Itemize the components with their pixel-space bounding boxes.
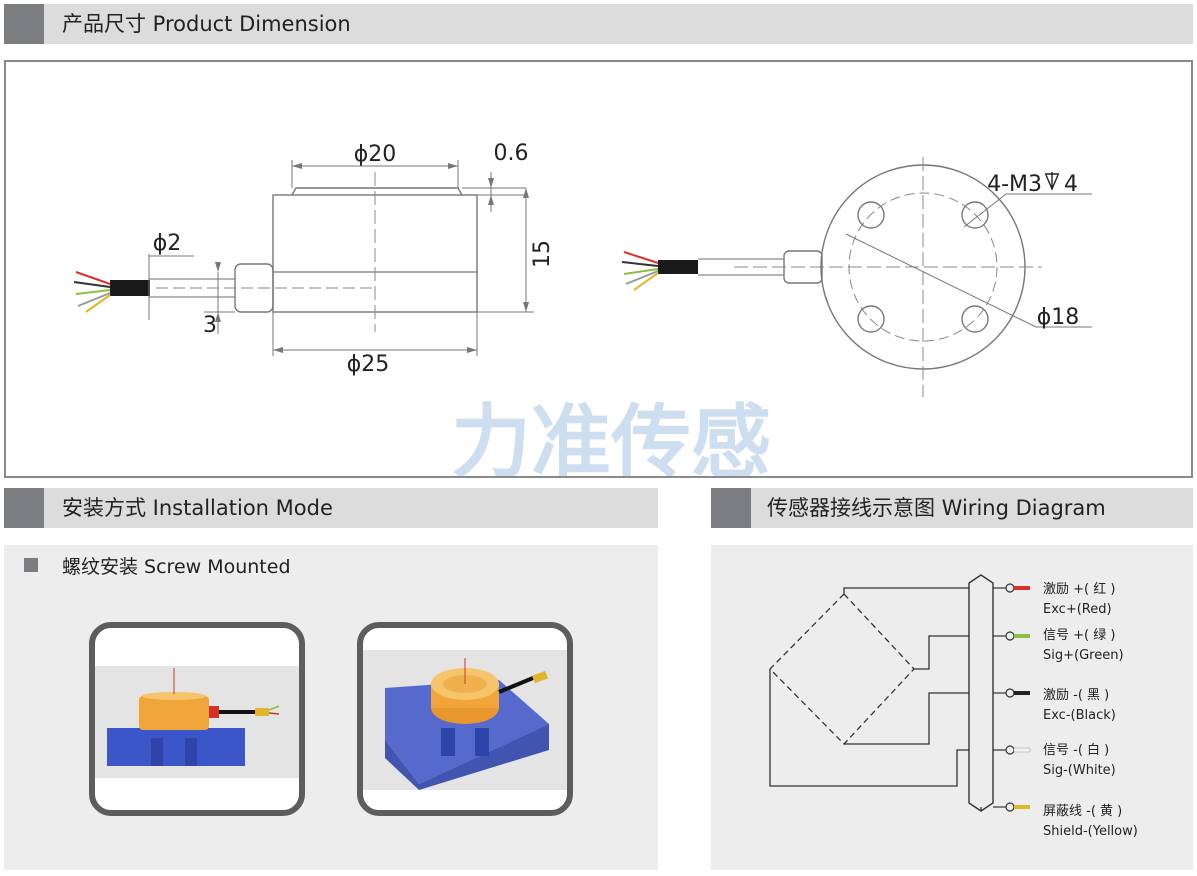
dim-0-6: 0.6 bbox=[494, 141, 529, 166]
wire-label-shield: 屏蔽线 -( 黄 ) Shield-(Yellow) bbox=[1043, 804, 1138, 839]
installation-photo-side bbox=[89, 622, 305, 816]
header-product-dimension: 产品尺寸 Product Dimension bbox=[4, 4, 1193, 44]
dimension-panel: 力准传感 ϕ20 0.6 bbox=[4, 60, 1193, 478]
bullet-square bbox=[24, 558, 38, 572]
header-title: 传感器接线示意图 Wiring Diagram bbox=[767, 496, 1106, 520]
installation-panel: 螺纹安装 Screw Mounted bbox=[4, 545, 658, 870]
header-title: 安装方式 Installation Mode bbox=[62, 496, 333, 520]
wiring-panel: 激励 +( 红 ) Exc+(Red) 信号 +( 绿 ) Sig+(Green… bbox=[711, 545, 1193, 870]
dim-depth-4: 4 bbox=[1064, 172, 1078, 197]
header-wiring-diagram: 传感器接线示意图 Wiring Diagram bbox=[711, 488, 1193, 528]
dim-phi2: ϕ2 bbox=[153, 231, 182, 256]
dim-phi25: ϕ25 bbox=[347, 352, 390, 377]
installation-photo-iso bbox=[357, 622, 573, 816]
dim-phi18: ϕ18 bbox=[1037, 305, 1080, 330]
wiring-diagram bbox=[769, 574, 1031, 812]
mount-hole bbox=[857, 201, 885, 229]
wire-label-exc-minus: 激励 -( 黑 ) Exc-(Black) bbox=[1043, 688, 1116, 723]
dim-4-m3: 4-M3 bbox=[987, 172, 1042, 197]
mount-hole bbox=[961, 201, 989, 229]
mount-hole bbox=[961, 305, 989, 333]
header-title: 产品尺寸 Product Dimension bbox=[62, 12, 351, 36]
wire-label-sig-plus: 信号 +( 绿 ) Sig+(Green) bbox=[1043, 628, 1124, 663]
header-installation-mode: 安装方式 Installation Mode bbox=[4, 488, 658, 528]
installation-mode-label: 螺纹安装 Screw Mounted bbox=[62, 556, 291, 578]
dimension-drawing: 力准传感 ϕ20 0.6 bbox=[73, 141, 1092, 476]
wire-label-sig-minus: 信号 -( 白 ) Sig-(White) bbox=[1043, 743, 1116, 778]
dim-phi20: ϕ20 bbox=[354, 142, 397, 167]
dim-3: 3 bbox=[203, 313, 217, 338]
wire-terminals bbox=[980, 583, 1031, 812]
watermark-text: 力准传感 bbox=[451, 396, 771, 476]
mount-hole bbox=[857, 305, 885, 333]
header-block bbox=[711, 488, 751, 528]
wire-label-exc-plus: 激励 +( 红 ) Exc+(Red) bbox=[1043, 582, 1116, 617]
dim-15: 15 bbox=[530, 240, 555, 268]
header-block bbox=[4, 488, 44, 528]
header-block bbox=[4, 4, 44, 44]
